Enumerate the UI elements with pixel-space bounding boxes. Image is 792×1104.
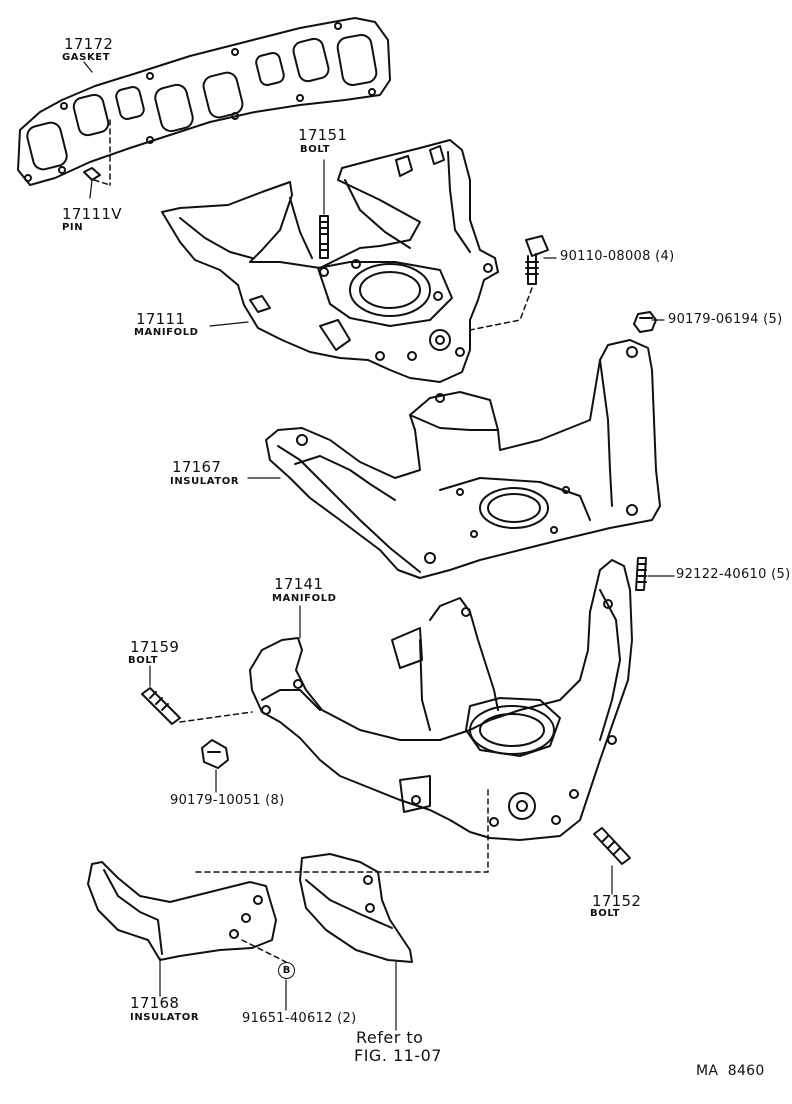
manifold-17111-part-name: MANIFOLD <box>134 327 199 338</box>
gasket-part-name: GASKET <box>62 52 111 63</box>
insulator-17167-part-name: INSULATOR <box>170 476 240 487</box>
bolt-17159-part-number: 17159 <box>130 638 180 656</box>
stud-17151-drawing <box>319 159 329 259</box>
bolt-17152-part-name: BOLT <box>590 908 621 919</box>
bolt-17151-part-name: BOLT <box>300 144 331 155</box>
bolt-90110-part-number: 90110-08008 (4) <box>560 249 675 264</box>
nut-90179-06194-part-number: 90179-06194 (5) <box>668 312 783 327</box>
heat-shield-drawing <box>299 853 413 963</box>
nut-90179-10051-part-number: 90179-10051 (8) <box>170 793 285 808</box>
bolt-91651-badge: B <box>278 962 295 979</box>
insulator-17168-drawing <box>87 789 489 963</box>
bolt-17152-part-number: 17152 <box>592 892 642 910</box>
manifold-17111-drawing <box>161 139 499 383</box>
reference-line-2: FIG. 11-07 <box>354 1046 442 1065</box>
pin-drawing <box>83 119 111 186</box>
manifold-17141-part-name: MANIFOLD <box>272 593 337 604</box>
bolt-90110-drawing <box>469 235 549 331</box>
manifold-17111-part-number: 17111 <box>136 310 186 328</box>
bolt-17151-part-number: 17151 <box>298 126 348 144</box>
nut-90179-06194-drawing <box>633 311 657 333</box>
bolt-91651-part-number: 91651-40612 (2) <box>242 1011 357 1026</box>
gasket-part-number: 17172 <box>64 35 114 53</box>
stud-92122-drawing <box>635 557 647 591</box>
diagram-code: MA 8460 <box>696 1063 765 1079</box>
reference-line-1: Refer to <box>356 1028 424 1047</box>
insulator-17167-part-number: 17167 <box>172 458 222 476</box>
bolt-17159-part-name: BOLT <box>128 655 159 666</box>
bolt-17159-drawing <box>141 687 253 725</box>
insulator-17168-part-name: INSULATOR <box>130 1012 200 1023</box>
stud-92122-part-number: 92122-40610 (5) <box>676 567 791 582</box>
pin-part-number: 17111V <box>62 205 122 223</box>
bolt-17152-drawing <box>593 827 631 865</box>
manifold-17141-part-number: 17141 <box>274 575 324 593</box>
manifold-17141-drawing <box>249 559 633 841</box>
gasket-drawing <box>17 17 391 186</box>
pin-part-name: PIN <box>62 222 84 233</box>
insulator-17168-part-number: 17168 <box>130 994 180 1012</box>
nut-90179-10051-drawing <box>201 739 229 769</box>
leader-lines <box>83 61 675 1031</box>
insulator-17167-drawing <box>265 339 661 579</box>
